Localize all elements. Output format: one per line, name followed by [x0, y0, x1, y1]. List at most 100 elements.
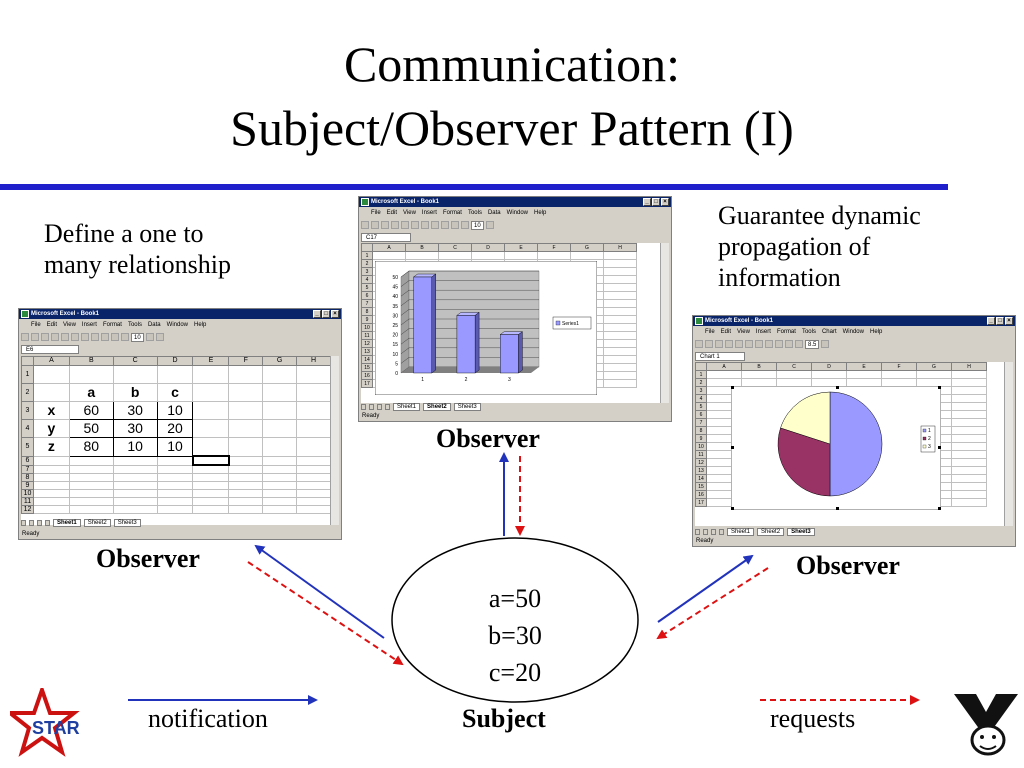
vertical-scrollbar[interactable] [660, 243, 669, 403]
cell[interactable]: 30 [112, 401, 158, 420]
tab-sheet2[interactable]: Sheet2 [757, 528, 785, 536]
bold-icon[interactable] [821, 340, 830, 348]
menu-chart[interactable]: Chart [821, 329, 837, 335]
spreadsheet-grid[interactable]: A B C D E F G H 1 2 a b c 3 [21, 356, 331, 525]
menu-format[interactable]: Format [102, 322, 122, 328]
prev-sheet-icon[interactable] [369, 404, 374, 410]
copy-icon[interactable] [71, 333, 79, 341]
row-header[interactable]: 12 [21, 505, 34, 514]
font-size-select[interactable]: 8.5 [805, 339, 820, 349]
tab-sheet1[interactable]: Sheet1 [393, 403, 421, 411]
tab-sheet2[interactable]: Sheet2 [83, 519, 111, 527]
cell[interactable] [192, 419, 230, 438]
tab-sheet3[interactable]: Sheet3 [453, 403, 481, 411]
menu-edit[interactable]: Edit [386, 210, 398, 216]
cell[interactable] [192, 505, 230, 514]
menu-view[interactable]: View [403, 210, 416, 216]
tab-sheet2[interactable]: Sheet2 [423, 403, 451, 411]
cell-table[interactable]: A B C D E F G H 1 2 a b c 3 [21, 356, 331, 514]
chart-wizard-icon[interactable] [785, 340, 793, 348]
menu-format[interactable]: Format [776, 329, 796, 335]
menu-insert[interactable]: Insert [421, 210, 437, 216]
undo-icon[interactable] [421, 221, 429, 229]
minimize-button[interactable]: _ [643, 198, 651, 206]
tab-sheet1[interactable]: Sheet1 [727, 528, 755, 536]
menu-data[interactable]: Data [147, 322, 161, 328]
cell[interactable]: 80 [68, 437, 114, 457]
maximize-button[interactable]: □ [652, 198, 660, 206]
cell[interactable] [603, 379, 637, 388]
function-icon[interactable] [101, 333, 109, 341]
menu-tools[interactable]: Tools [127, 322, 142, 328]
function-icon[interactable] [441, 221, 449, 229]
close-button[interactable]: × [661, 198, 669, 206]
first-sheet-icon[interactable] [21, 520, 26, 526]
close-button[interactable]: × [1005, 317, 1013, 325]
save-icon[interactable] [715, 340, 723, 348]
sum-icon[interactable] [765, 340, 773, 348]
undo-icon[interactable] [81, 333, 89, 341]
menu-edit[interactable]: Edit [720, 329, 732, 335]
menu-help[interactable]: Help [194, 322, 207, 328]
minimize-button[interactable]: _ [313, 310, 321, 318]
menu-insert[interactable]: Insert [81, 322, 97, 328]
copy-icon[interactable] [745, 340, 753, 348]
name-box[interactable]: C17 [361, 233, 411, 242]
menu-window[interactable]: Window [842, 329, 864, 335]
cell[interactable]: 50 [68, 419, 114, 438]
cell[interactable] [191, 455, 230, 466]
next-sheet-icon[interactable] [711, 529, 716, 535]
function-icon[interactable] [775, 340, 783, 348]
tab-sheet1[interactable]: Sheet1 [53, 519, 81, 527]
new-icon[interactable] [695, 340, 703, 348]
next-sheet-icon[interactable] [377, 404, 382, 410]
vertical-scrollbar[interactable] [330, 356, 339, 525]
cell[interactable]: 20 [156, 419, 194, 438]
maximize-button[interactable]: □ [996, 317, 1004, 325]
name-box[interactable]: Chart 1 [695, 352, 745, 361]
undo-icon[interactable] [755, 340, 763, 348]
next-sheet-icon[interactable] [37, 520, 42, 526]
name-box[interactable]: E6 [21, 345, 79, 354]
menu-edit[interactable]: Edit [46, 322, 58, 328]
align-icon[interactable] [155, 333, 164, 341]
cut-icon[interactable] [61, 333, 69, 341]
chart-wizard-icon[interactable] [111, 333, 119, 341]
menu-file[interactable]: File [31, 322, 41, 328]
cell[interactable] [68, 505, 114, 514]
chart-wizard-icon[interactable] [451, 221, 459, 229]
prev-sheet-icon[interactable] [703, 529, 708, 535]
row-header[interactable]: 6 [21, 455, 34, 466]
menu-file[interactable]: File [705, 329, 715, 335]
sum-icon[interactable] [91, 333, 99, 341]
menu-view[interactable]: View [737, 329, 750, 335]
sum-icon[interactable] [431, 221, 439, 229]
font-size-select[interactable]: 10 [471, 220, 484, 230]
menu-file[interactable]: File [371, 210, 381, 216]
minimize-button[interactable]: _ [987, 317, 995, 325]
bold-icon[interactable] [145, 333, 154, 341]
help-icon[interactable] [795, 340, 803, 348]
bold-icon[interactable] [485, 221, 494, 229]
save-icon[interactable] [41, 333, 49, 341]
menu-data[interactable]: Data [487, 210, 501, 216]
menu-window[interactable]: Window [166, 322, 188, 328]
pie-chart[interactable]: 123 [731, 386, 941, 510]
cut-icon[interactable] [735, 340, 743, 348]
menu-tools[interactable]: Tools [801, 329, 816, 335]
cell[interactable] [156, 505, 194, 514]
close-button[interactable]: × [331, 310, 339, 318]
new-icon[interactable] [21, 333, 29, 341]
open-icon[interactable] [705, 340, 713, 348]
open-icon[interactable] [31, 333, 39, 341]
cut-icon[interactable] [401, 221, 409, 229]
maximize-button[interactable]: □ [322, 310, 330, 318]
help-icon[interactable] [461, 221, 469, 229]
print-icon[interactable] [391, 221, 399, 229]
tab-sheet3[interactable]: Sheet3 [113, 519, 141, 527]
menu-format[interactable]: Format [442, 210, 462, 216]
last-sheet-icon[interactable] [385, 404, 390, 410]
new-icon[interactable] [361, 221, 369, 229]
cell[interactable] [951, 498, 987, 507]
cell[interactable]: 30 [112, 419, 158, 438]
